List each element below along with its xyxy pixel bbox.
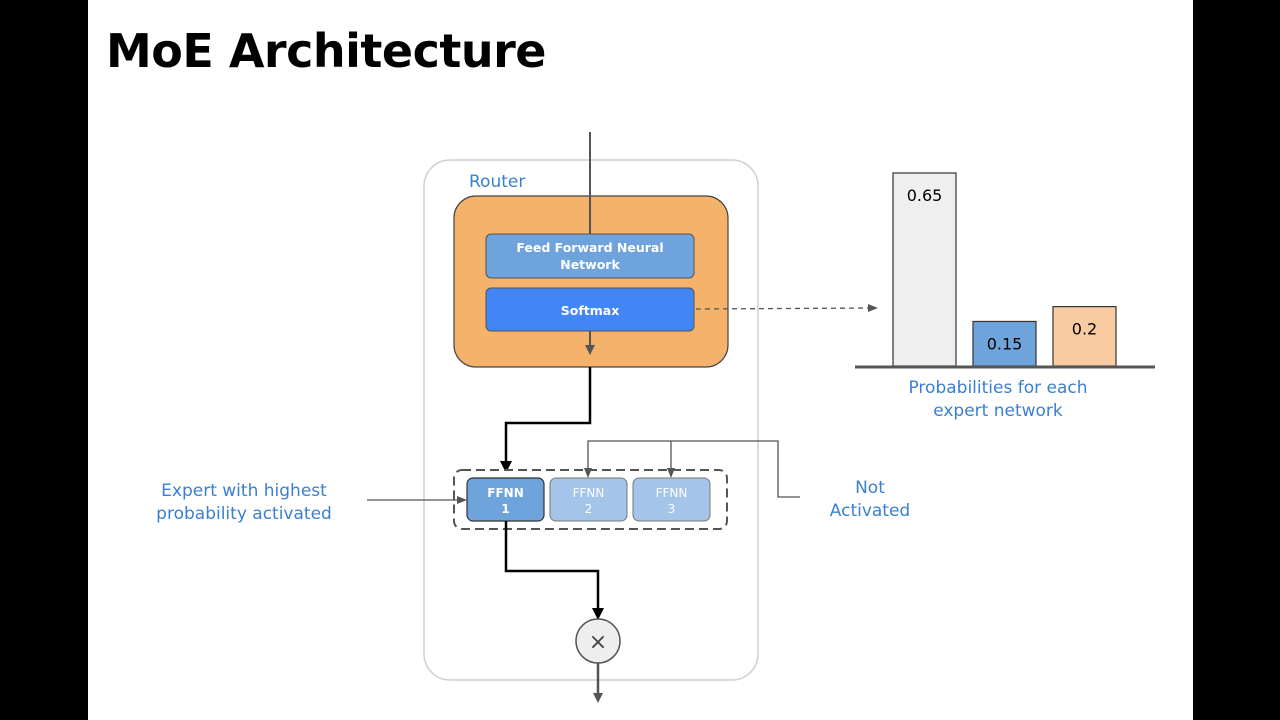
slide-title: MoE Architecture: [106, 24, 546, 78]
expert-1-label-line1: FFNN: [487, 486, 523, 500]
feed-forward-label-line1: Feed Forward Neural: [516, 240, 663, 255]
expert-ffnn-2: FFNN 2: [549, 477, 628, 522]
prob-bar-3: [1052, 306, 1117, 367]
probability-chart: 0.65 0.15 0.2: [892, 172, 1117, 367]
route-to-expert-1: [500, 367, 592, 473]
router-label: Router: [469, 172, 525, 192]
expert-3-label-line1: FFNN: [656, 486, 688, 500]
expert-2-label-line1: FFNN: [573, 486, 605, 500]
not-activated-line1: Not: [855, 478, 885, 498]
not-activated-bracket: [584, 440, 800, 498]
prob-bar-label-3: 0.2: [1072, 320, 1097, 339]
softmax-label: Softmax: [561, 303, 620, 318]
expert-1-label-line2: 1: [501, 502, 509, 516]
dashed-arrow-to-chart: [695, 304, 878, 313]
not-activated-line2: Activated: [830, 501, 910, 521]
feed-forward-box: [485, 233, 695, 279]
prob-bar-1: [892, 172, 957, 367]
expert-1-output-path: [504, 521, 604, 620]
expert-ffnn-1: FFNN 1: [466, 477, 545, 522]
chart-xlabel-line2: expert network: [933, 401, 1063, 421]
expert-ffnn-3: FFNN 3: [632, 477, 711, 522]
chart-xlabel-line1: Probabilities for each: [908, 378, 1087, 398]
feed-forward-label-line2: Network: [560, 257, 620, 272]
expert-3-label-line2: 3: [668, 502, 676, 516]
prob-bar-label-2: 0.15: [987, 334, 1023, 353]
expert-2-label-line2: 2: [585, 502, 593, 516]
multiply-symbol: ×: [589, 630, 607, 655]
prob-bar-2: [972, 320, 1037, 367]
activated-annotation-line1: Expert with highest: [161, 481, 327, 501]
activated-annotation-line2: probability activated: [156, 504, 332, 524]
prob-bar-label-1: 0.65: [907, 186, 943, 205]
